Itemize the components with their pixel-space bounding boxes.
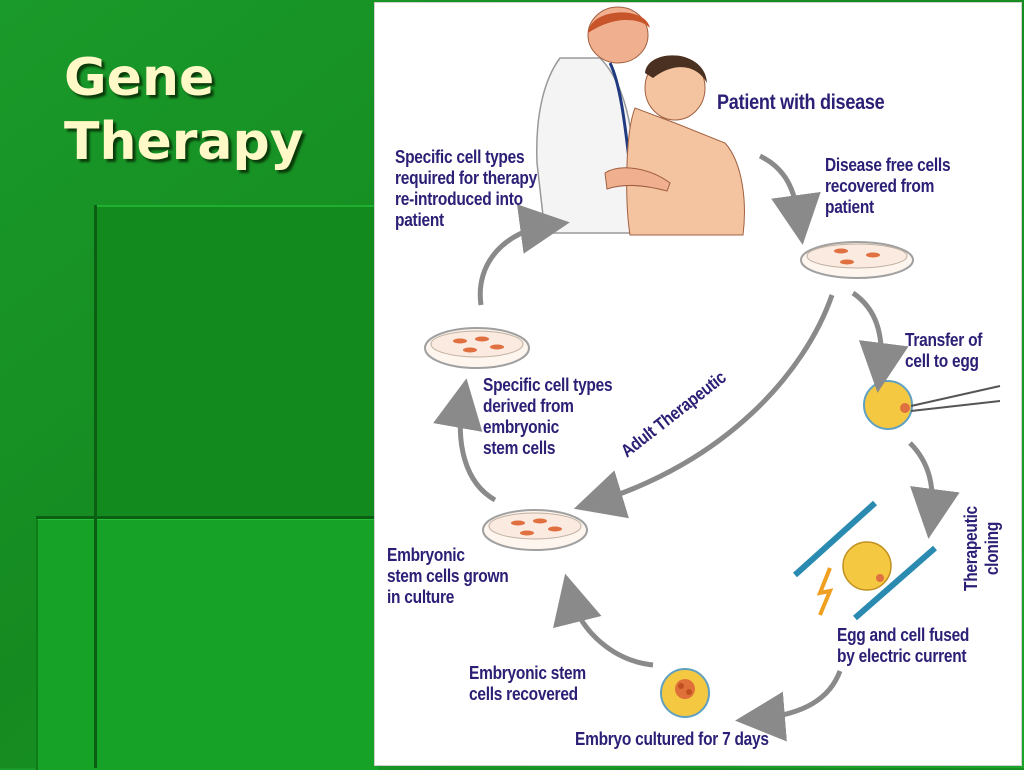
decor-line-horizontal <box>36 516 376 519</box>
gene-therapy-diagram: Patient with disease Specific cell types… <box>374 2 1022 766</box>
label-patient-with-disease: Patient with disease <box>717 91 885 114</box>
decor-square-bottom <box>36 518 378 770</box>
decor-line-vertical <box>94 205 97 768</box>
egg-transfer <box>863 380 1001 430</box>
label-reintroduced: Specific cell types required for therapy… <box>395 147 537 230</box>
petri-dish-center <box>482 509 588 551</box>
label-egg-cell-fused: Egg and cell fused by electric current <box>837 625 970 666</box>
slide-title: Gene Therapy <box>64 48 304 172</box>
petri-dish-left <box>424 327 530 369</box>
label-stem-cells-grown: Embryonic stem cells grown in culture <box>387 545 509 607</box>
diagram-graphics <box>424 6 1001 742</box>
decor-square-top <box>94 205 378 523</box>
embryo <box>660 668 710 718</box>
doctor-patient-illustration <box>535 6 745 236</box>
label-transfer-to-egg: Transfer of cell to egg <box>905 330 983 371</box>
label-stem-cells-recovered: Embryonic stem cells recovered <box>469 663 586 704</box>
label-disease-free-cells: Disease free cells recovered from patien… <box>825 155 951 217</box>
label-embryo-cultured: Embryo cultured for 7 days <box>575 729 769 749</box>
label-derived-cells: Specific cell types derived from embryon… <box>483 375 613 458</box>
label-therapeutic-cloning: Therapeutic cloning <box>961 506 1002 591</box>
cycle-arrows <box>433 153 960 742</box>
petri-dish-top-right <box>800 241 914 279</box>
fusion-illustration <box>792 500 937 621</box>
